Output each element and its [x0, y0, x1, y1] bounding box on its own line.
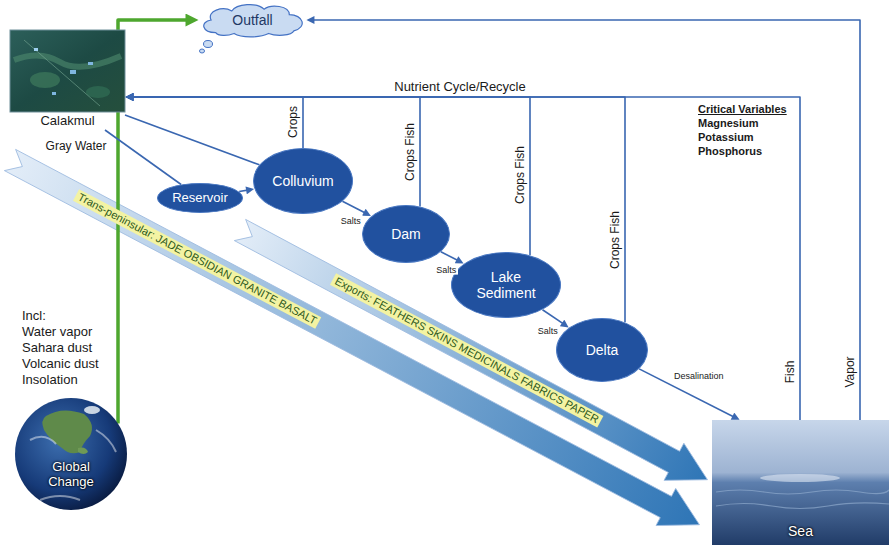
- calakmul-image: Calakmul: [10, 30, 125, 130]
- sea-image: [712, 420, 889, 545]
- delta-ellipse: Delta: [556, 318, 648, 382]
- note-text: Nutrient Cycle/Recycle: [394, 79, 526, 95]
- earth-globe: [15, 398, 127, 510]
- outfall-cloud: Outfall: [195, 2, 310, 38]
- node-text: Global Change: [40, 460, 102, 490]
- trans-peninsular-arrow: [0, 141, 709, 543]
- edge-label: Fish: [783, 359, 797, 386]
- continent: [42, 410, 92, 453]
- connector: [543, 310, 566, 326]
- edge-label: Vapor: [843, 354, 857, 389]
- connector: [129, 97, 530, 255]
- edge-label: Salts: [536, 325, 560, 336]
- edge-label: Crops Fish: [403, 121, 417, 183]
- global-change-globe: Global Change: [15, 398, 127, 510]
- thought-bubbles: [200, 41, 213, 54]
- node-text: Sea: [788, 523, 813, 539]
- water-spot: [88, 62, 93, 65]
- cloud-swirl: [30, 430, 116, 500]
- note-text: Insolation: [22, 372, 78, 388]
- node-text: Reservoir: [172, 191, 228, 206]
- edge-label: Salts: [434, 264, 458, 275]
- globe: [15, 398, 127, 510]
- node-text: Calakmul: [40, 114, 94, 129]
- arrow-label: Exports: FEATHERS SKINS MEDICINALS FABRI…: [330, 274, 604, 429]
- sea-photo: [712, 420, 889, 545]
- edge-label: Crops: [286, 104, 300, 140]
- sea-image: Sea: [712, 420, 889, 545]
- note-text: Water vapor: [22, 324, 92, 340]
- connector: [239, 190, 250, 192]
- note-text: Phosphorus: [698, 145, 762, 158]
- edge-label: Crops Fish: [608, 209, 622, 271]
- connector: [639, 369, 736, 418]
- connector: [105, 130, 181, 184]
- node-text: Colluvium: [272, 173, 333, 189]
- arrow-label: Trans-peninsular: JADE OBSIDIAN GRANITE …: [73, 189, 322, 329]
- edge-label: Desalination: [672, 371, 726, 382]
- wave-lines: [716, 490, 889, 509]
- terrain-patch: [86, 86, 110, 98]
- note-text: Incl:: [22, 308, 46, 324]
- edge-label: Salts: [339, 215, 363, 226]
- exports-arrow: [230, 211, 717, 498]
- note-text: Sahara dust: [22, 340, 92, 356]
- note-text: Potassium: [698, 131, 754, 144]
- sun-glare: [760, 474, 840, 482]
- note-text: Critical Variables: [698, 103, 787, 116]
- wide-arrow: [230, 211, 717, 498]
- note-text: Magnesium: [698, 117, 759, 130]
- lake-sediment-ellipse: Lake Sediment: [451, 252, 561, 318]
- dam-ellipse: Dam: [362, 205, 450, 263]
- wide-arrow: [0, 141, 709, 543]
- bubble: [204, 41, 213, 48]
- connector: [310, 20, 860, 420]
- connector: [342, 201, 367, 214]
- water-spot: [70, 70, 76, 74]
- note-text: Volcanic dust: [22, 356, 99, 372]
- node-text: Delta: [586, 342, 619, 358]
- node-text: Lake Sediment: [470, 269, 542, 301]
- water-spot: [52, 92, 56, 95]
- ice-cap: [84, 406, 100, 414]
- edge-label: Gray Water: [44, 139, 109, 153]
- calakmul-satellite-image: [10, 30, 125, 112]
- connector: [129, 97, 303, 148]
- water-spot: [34, 48, 38, 51]
- satellite-frame: [10, 30, 125, 112]
- reservoir-ellipse: Reservoir: [157, 183, 244, 213]
- connector: [129, 97, 625, 322]
- colluvium-ellipse: Colluvium: [253, 148, 353, 214]
- bubble: [200, 49, 205, 53]
- cloud-shape: [204, 5, 302, 37]
- connector: [129, 97, 800, 420]
- terrain-band: [14, 55, 121, 66]
- connector: [441, 252, 461, 262]
- node-text: Dam: [391, 226, 421, 242]
- terrain-patch: [30, 72, 60, 88]
- causeway-line: [24, 40, 100, 106]
- connector: [125, 115, 259, 165]
- node-text: Outfall: [232, 12, 272, 28]
- edge-label: Crops Fish: [513, 144, 527, 206]
- continent: [78, 448, 88, 455]
